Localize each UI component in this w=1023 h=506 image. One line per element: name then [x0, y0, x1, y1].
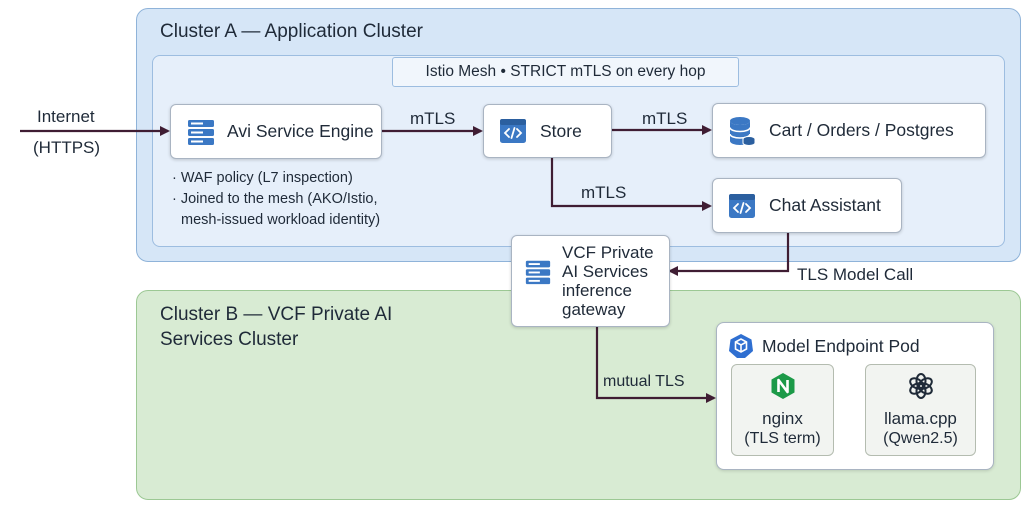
avi-note-waf: · WAF policy (L7 inspection)	[172, 170, 353, 186]
avi-note-mesh: · Joined to the mesh (AKO/Istio,	[172, 191, 378, 207]
edge-label-chat-gateway: TLS Model Call	[797, 265, 914, 284]
cluster-b-title-line1: Cluster B — VCF Private AI	[160, 304, 393, 325]
gateway-label-line1: VCF Private	[562, 243, 654, 262]
inference-gateway-label: VCF Private AI Services inference gatewa…	[562, 243, 654, 319]
cluster-a-title: Cluster A — Application Cluster	[160, 21, 423, 42]
avi-service-engine-node[interactable]: Avi Service Engine	[170, 104, 382, 159]
gateway-label-line4: gateway	[562, 300, 626, 319]
avi-note-identity: mesh-issued workload identity)	[181, 212, 381, 228]
edge-label-store-cart: mTLS	[642, 109, 688, 128]
arrow-store-to-chat	[550, 158, 712, 211]
llama-cpp-sublabel: (Qwen2.5)	[883, 429, 958, 447]
cart-orders-postgres-node[interactable]: Cart / Orders / Postgres	[712, 103, 986, 158]
chat-assistant-node[interactable]: Chat Assistant	[712, 178, 902, 233]
nginx-label: nginx	[762, 408, 803, 428]
cluster-b-title-line2: Services Cluster	[160, 329, 299, 350]
server-icon	[185, 117, 217, 147]
store-label: Store	[540, 120, 582, 141]
inference-gateway-node[interactable]: VCF Private AI Services inference gatewa…	[511, 235, 670, 327]
avi-notes: · WAF policy (L7 inspection) · Joined to…	[172, 168, 380, 231]
nginx-icon	[770, 372, 796, 405]
nginx-container[interactable]: nginx (TLS term)	[731, 364, 834, 456]
internet-protocol-label: (HTTPS)	[33, 138, 101, 157]
kubernetes-pod-icon	[728, 333, 756, 361]
llama-cpp-container[interactable]: llama.cpp (Qwen2.5)	[865, 364, 976, 456]
edge-label-avi-store: mTLS	[410, 109, 456, 128]
server-icon	[523, 258, 553, 286]
arrow-gateway-to-pod	[595, 327, 716, 403]
code-window-icon	[498, 118, 528, 144]
nginx-sublabel: (TLS term)	[744, 429, 821, 447]
edge-label-store-chat: mTLS	[581, 183, 627, 202]
internet-label: Internet	[37, 107, 95, 126]
openai-knot-icon	[907, 372, 935, 405]
code-window-icon	[727, 193, 757, 219]
cart-orders-postgres-label: Cart / Orders / Postgres	[769, 120, 954, 140]
avi-service-engine-label: Avi Service Engine	[227, 121, 374, 141]
arrow-chat-to-gateway	[668, 233, 790, 276]
edge-label-gateway-pod: mutual TLS	[603, 373, 685, 390]
store-node[interactable]: Store	[483, 104, 612, 158]
chat-assistant-label: Chat Assistant	[769, 195, 881, 215]
database-icon	[727, 116, 757, 146]
gateway-label-line2: AI Services	[562, 262, 648, 281]
mesh-label: Istio Mesh • STRICT mTLS on every hop	[392, 57, 739, 87]
gateway-label-line3: inference	[562, 281, 632, 300]
model-endpoint-pod-title: Model Endpoint Pod	[762, 336, 920, 356]
llama-cpp-label: llama.cpp	[884, 408, 957, 428]
